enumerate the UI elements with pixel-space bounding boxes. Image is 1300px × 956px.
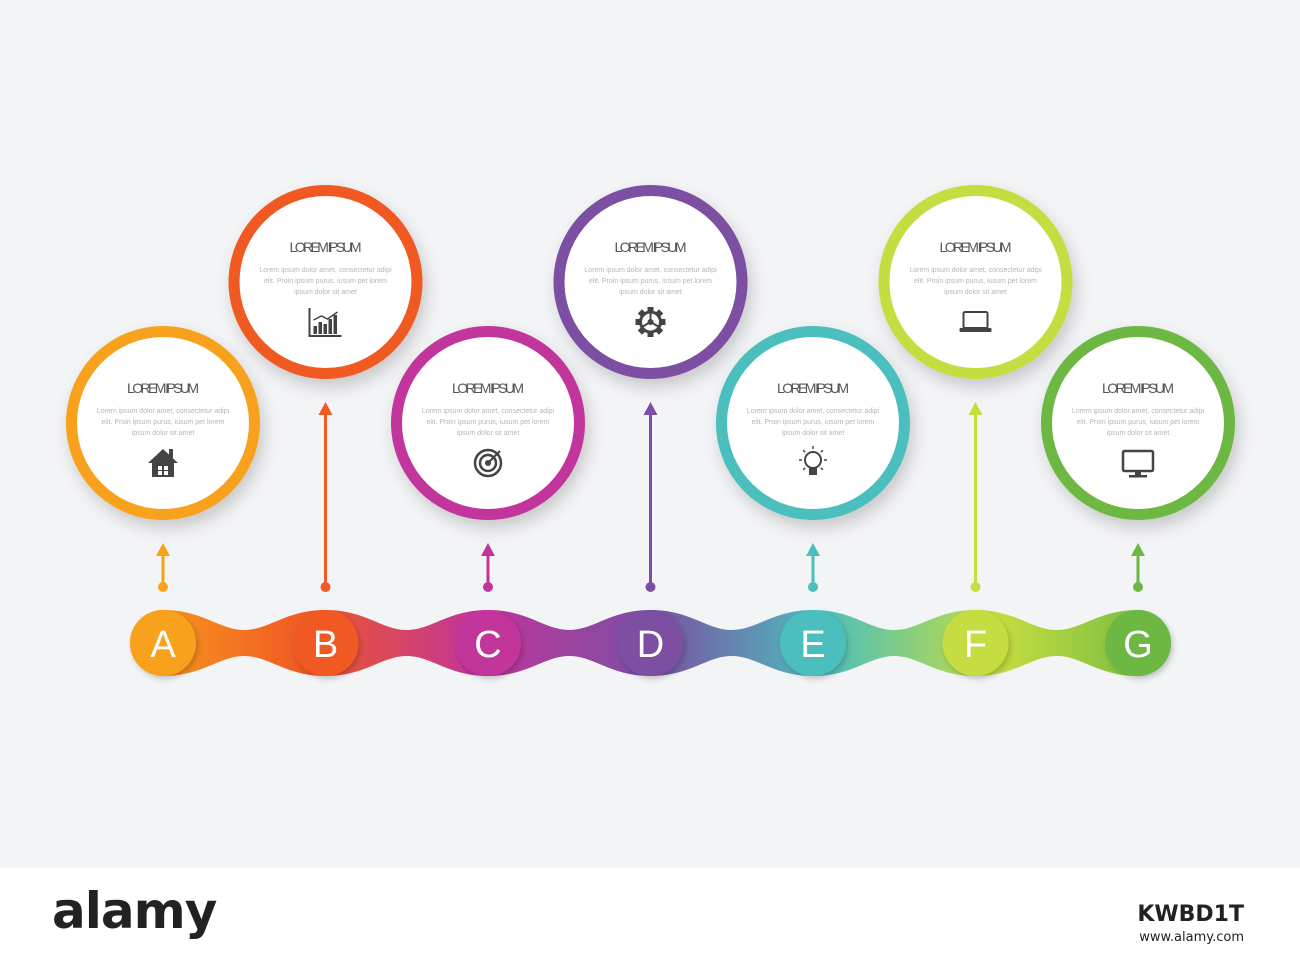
- step-title: LOREM IPSUM: [615, 239, 687, 255]
- step-title: LOREM IPSUM: [127, 380, 199, 396]
- step-body-line: Lorem ipsum dolor amet, consectetur adip…: [97, 408, 230, 415]
- node-letter: B: [313, 624, 338, 666]
- node-letter: C: [474, 624, 501, 666]
- step-circle-b: LOREM IPSUM Lorem ipsum dolor amet, conse…: [228, 185, 423, 379]
- step-body-line: ipsum dolor sit amet: [294, 289, 357, 296]
- footer-image-id: KWBD1T: [1137, 902, 1244, 927]
- step-body-line: Lorem ipsum dolor amet, consectetur adip…: [747, 408, 880, 415]
- footer-logo: alamy: [52, 882, 217, 940]
- node-letter: A: [150, 624, 176, 666]
- step-title: LOREM IPSUM: [940, 239, 1012, 255]
- step-circle-g: LOREM IPSUM Lorem ipsum dolor amet, conse…: [1041, 326, 1235, 520]
- house-icon: [148, 449, 178, 477]
- step-circle-c: LOREM IPSUM Lorem ipsum dolor amet, conse…: [391, 326, 585, 520]
- step-body-line: ipsum dolor sit amet: [944, 289, 1007, 296]
- step-body-line: Lorem ipsum dolor amet, consectetur adip…: [259, 267, 392, 274]
- timeline-node-b: B: [292, 610, 359, 676]
- timeline-node-f: F: [942, 610, 1009, 676]
- step-title: LOREM IPSUM: [452, 380, 524, 396]
- step-title: LOREM IPSUM: [290, 239, 362, 255]
- step-circle-d: LOREM IPSUM Lorem ipsum dolor amet, conse…: [553, 185, 748, 379]
- infographic-stage: A B C D E F G LOREM IPSUM Lorem ipsum dolor ame…: [66, 185, 1235, 676]
- step-body-line: Lorem ipsum dolor amet, consectetur adip…: [422, 408, 555, 415]
- timeline-diagram: A B C D E F G LOREM IPSUM Lorem ipsum dolor ame…: [66, 185, 1235, 676]
- step-body-line: ipsum dolor sit amet: [619, 289, 682, 296]
- connector-c: [481, 543, 495, 592]
- step-body-line: Lorem ipsum dolor amet, consectetur adip…: [1072, 408, 1205, 415]
- step-body-line: Lorem ipsum dolor amet, consectetur adip…: [584, 267, 717, 274]
- timeline-node-c: C: [455, 610, 521, 676]
- connector-f: [968, 402, 983, 592]
- step-body-line: ipsum dolor sit amet: [782, 430, 845, 437]
- connector-d: [643, 402, 658, 592]
- connector-a: [156, 543, 170, 592]
- step-circle-a: LOREM IPSUM Lorem ipsum dolor amet, conse…: [66, 326, 260, 520]
- step-body-line: elit. Proin ipsum purus, iusum pet lorem: [264, 278, 387, 285]
- step-body-line: Lorem ipsum dolor amet, consectetur adip…: [909, 267, 1042, 274]
- timeline-node-e: E: [780, 610, 846, 676]
- step-body-line: ipsum dolor sit amet: [457, 430, 520, 437]
- step-circle-f: LOREM IPSUM Lorem ipsum dolor amet, conse…: [878, 185, 1073, 379]
- step-circles: LOREM IPSUM Lorem ipsum dolor amet, conse…: [66, 185, 1235, 520]
- node-letter: F: [964, 624, 987, 666]
- footer-bar: alamy KWBD1T www.alamy.com: [0, 868, 1300, 956]
- connector-b: [318, 402, 333, 592]
- step-title: LOREM IPSUM: [1102, 380, 1174, 396]
- timeline-node-d: D: [617, 610, 684, 676]
- laptop-icon: [959, 311, 992, 332]
- step-body-line: elit. Proin ipsum purus, iusum pet lorem: [1077, 419, 1200, 426]
- step-title: LOREM IPSUM: [777, 380, 849, 396]
- timeline-node-a: A: [130, 610, 196, 676]
- connector-g: [1131, 543, 1145, 592]
- step-circle-e: LOREM IPSUM Lorem ipsum dolor amet, conse…: [716, 326, 910, 520]
- step-body-line: elit. Proin ipsum purus, iusum pet lorem: [102, 419, 225, 426]
- bar-chart-icon: [308, 308, 342, 337]
- step-body-line: elit. Proin ipsum purus, iusum pet lorem: [589, 278, 712, 285]
- node-letter: G: [1123, 624, 1153, 666]
- lightbulb-icon: [799, 446, 827, 475]
- timeline-node-g: G: [1105, 610, 1171, 676]
- step-body-line: ipsum dolor sit amet: [1107, 430, 1170, 437]
- step-body-line: elit. Proin ipsum purus, iusum pet lorem: [752, 419, 875, 426]
- node-letter: D: [637, 624, 664, 666]
- step-body-line: elit. Proin ipsum purus, iusum pet lorem: [427, 419, 550, 426]
- step-body-line: elit. Proin ipsum purus, iusum pet lorem: [914, 278, 1037, 285]
- connector-lines: [156, 402, 1145, 592]
- step-body-line: ipsum dolor sit amet: [132, 430, 195, 437]
- footer-site: www.alamy.com: [1139, 930, 1244, 945]
- gear-icon: [635, 307, 666, 337]
- timeline-nodes: A B C D E F G: [130, 610, 1171, 676]
- node-letter: E: [800, 624, 825, 666]
- monitor-icon: [1121, 449, 1155, 478]
- connector-e: [806, 543, 820, 592]
- target-icon: [473, 448, 503, 478]
